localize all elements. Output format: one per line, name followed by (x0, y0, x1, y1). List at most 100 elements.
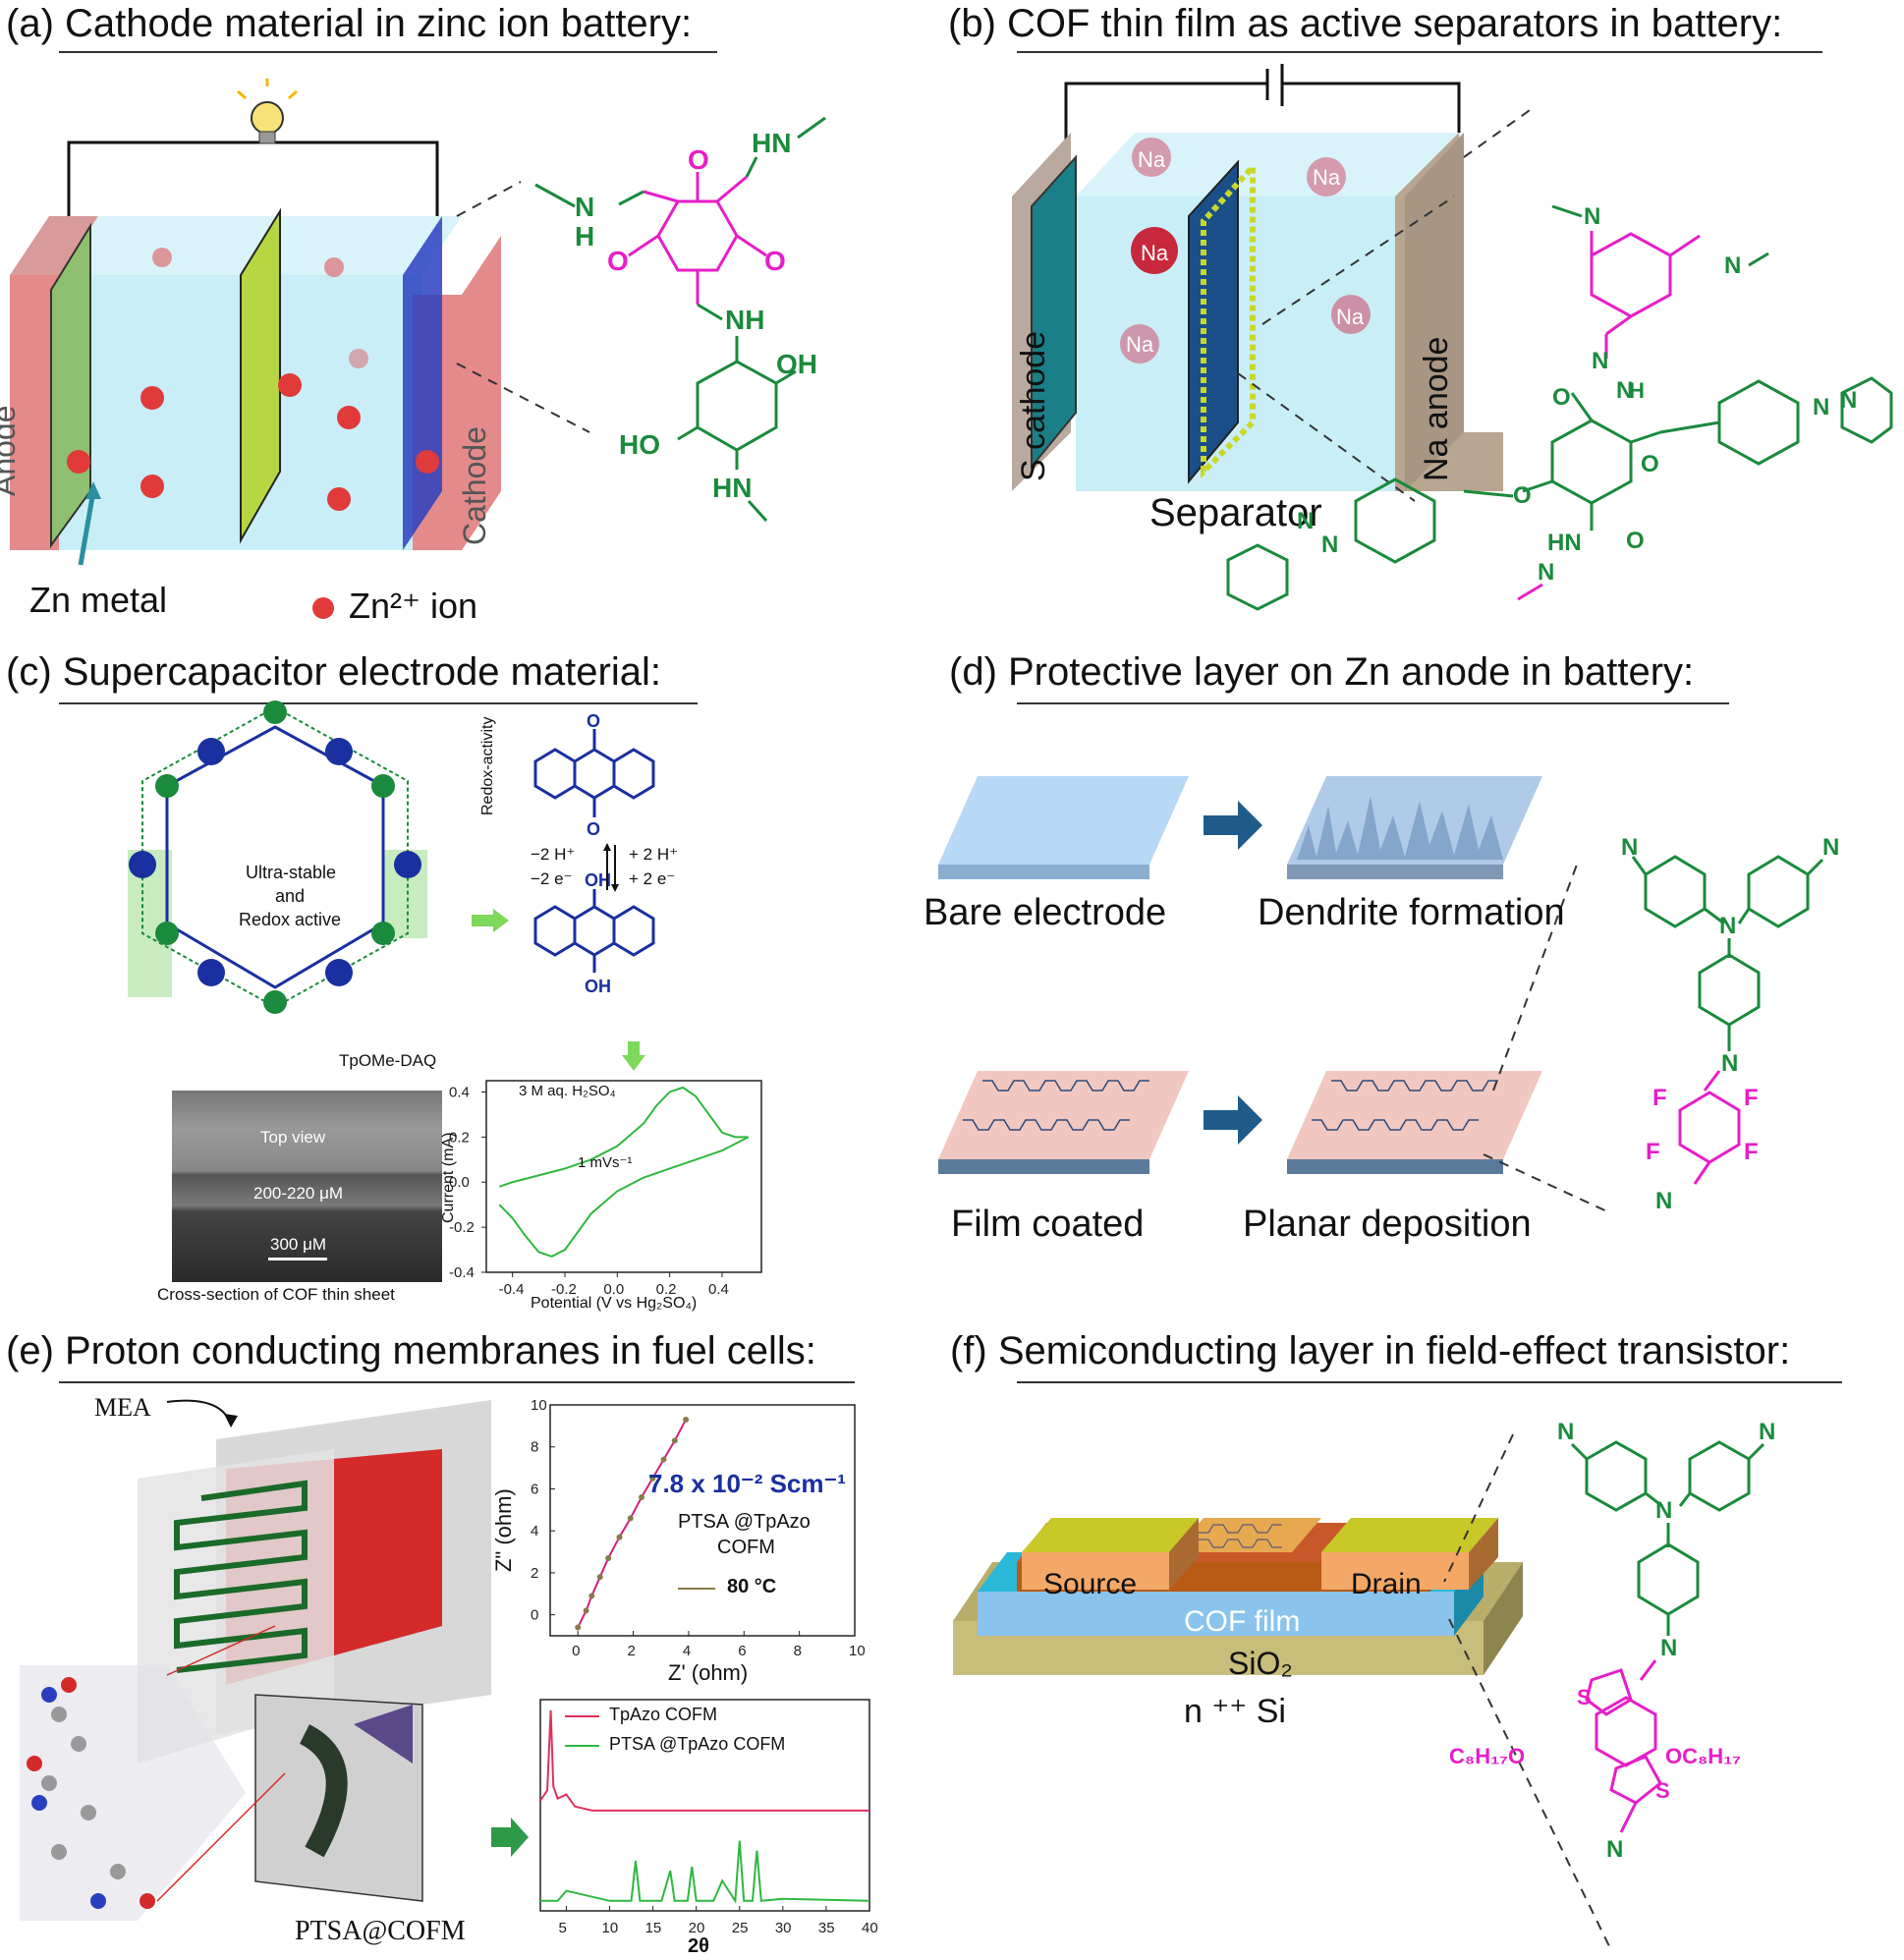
na-ion-5: Na (1126, 332, 1154, 357)
xrd-xtick-label: 30 (775, 1920, 792, 1936)
svg-text:F: F (1744, 1085, 1759, 1111)
xrd-xtick-label: 20 (689, 1920, 705, 1936)
cv-annotation-2: 1 mVs⁻¹ (578, 1154, 633, 1171)
svg-text:HO: HO (619, 429, 660, 460)
svg-text:HN: HN (752, 128, 791, 158)
svg-text:O: O (764, 246, 786, 276)
svg-text:HN: HN (1547, 530, 1582, 556)
xrd-xtick-label: 5 (558, 1920, 566, 1936)
svg-text:N: N (1840, 387, 1857, 414)
svg-text:N: N (1724, 252, 1741, 279)
cv-xlabel: Potential (V vs Hg₂SO₄) (531, 1295, 698, 1312)
svg-text:N: N (575, 192, 594, 222)
eis-ytick-label: 10 (531, 1397, 547, 1414)
cof-name: TpOMe-DAQ (339, 1051, 437, 1070)
svg-text:N: N (1592, 348, 1608, 374)
svg-text:OH: OH (585, 977, 611, 996)
dendrite-label: Dendrite formation (1258, 892, 1565, 933)
cv-ytick-label: 0.4 (449, 1084, 470, 1100)
panel-f-title: (f) Semiconducting layer in field-effect… (950, 1329, 1791, 1372)
drain-label: Drain (1351, 1568, 1422, 1600)
eis-legend-marker (678, 1588, 715, 1590)
center-text-3: Redox active (238, 910, 342, 929)
zn-metal-label: Zn metal (29, 580, 168, 620)
svg-text:H: H (1629, 378, 1645, 403)
cv-ytick-label: 0.0 (449, 1174, 470, 1191)
eis-ytick-label: 6 (531, 1481, 538, 1497)
svg-text:F: F (1646, 1139, 1660, 1165)
eis-ytick-label: 2 (531, 1565, 538, 1582)
eis-point (683, 1416, 690, 1423)
xrd-legend-marker-1 (565, 1715, 599, 1717)
svg-text:H: H (575, 221, 594, 252)
light-bulb-icon (237, 79, 298, 144)
svg-text:O: O (1626, 528, 1645, 554)
eis-xtick-label: 2 (628, 1643, 636, 1659)
cv-xtick-label: -0.4 (499, 1281, 525, 1298)
mea-label: MEA (94, 1393, 151, 1422)
na-ion-4: Na (1336, 305, 1365, 329)
svg-text:O: O (607, 246, 629, 276)
redox-arrows-icon (603, 843, 619, 892)
plus-e-label: + 2 e⁻ (629, 869, 676, 888)
sem-thickness-label: 200-220 μM (253, 1184, 344, 1203)
center-text-2: and (274, 886, 306, 906)
fet-electrodes (1022, 1518, 1498, 1590)
eis-point (627, 1515, 634, 1522)
svg-text:N: N (1557, 1419, 1574, 1445)
cv-series-line-0 (499, 1086, 749, 1188)
source-label: Source (1043, 1568, 1138, 1600)
eis-ylabel: Z" (ohm) (491, 1488, 516, 1572)
sio2-label: SiO₂ (1228, 1646, 1293, 1681)
separator-label: Separator (1149, 491, 1322, 534)
xrd-legend-marker-2 (565, 1745, 599, 1747)
svg-text:N: N (1719, 913, 1736, 939)
svg-text:O: O (1641, 451, 1659, 477)
panel-c-title: (c) Supercapacitor electrode material: (6, 650, 661, 694)
membrane-label: PTSA@COFM (295, 1916, 466, 1946)
eis-conductivity: 7.8 x 10⁻² Scm⁻¹ (648, 1469, 846, 1498)
panel-b-title: (b) COF thin film as active separators i… (948, 2, 1783, 45)
bare-electrode-label: Bare electrode (924, 892, 1167, 933)
eis-axes-frame (549, 1404, 856, 1637)
eis-xtick-label: 4 (683, 1643, 691, 1659)
sem-scale-bar (268, 1258, 327, 1260)
xrd-xtick-label: 15 (645, 1920, 662, 1936)
cv-ylabel: Current (mA) (440, 1132, 457, 1223)
svg-text:O: O (587, 711, 600, 731)
eis-sample-2: COFM (717, 1537, 775, 1558)
svg-text:N: N (1655, 1188, 1672, 1214)
sem-top-label: Top view (260, 1128, 326, 1147)
eis-point (583, 1607, 589, 1614)
svg-text:OC₈H₁₇: OC₈H₁₇ (1665, 1744, 1741, 1768)
green-arrow-icon (472, 909, 509, 932)
svg-text:O: O (587, 819, 600, 839)
cv-axes-frame (485, 1080, 762, 1273)
cof-film-label: COF film (1184, 1605, 1301, 1638)
xrd-legend-1: TpAzo COFM (609, 1705, 718, 1724)
xrd-xtick-label: 40 (862, 1920, 878, 1936)
svg-text:NH: NH (725, 305, 764, 335)
eis-ytick-label: 0 (531, 1607, 538, 1624)
eis-xtick-label: 8 (794, 1643, 802, 1659)
svg-text:N: N (1321, 532, 1338, 558)
svg-text:HN: HN (712, 473, 752, 503)
zn-ion-label: Zn²⁺ ion (349, 586, 478, 626)
eis-point (575, 1624, 582, 1631)
mea-illustration (20, 1399, 529, 1921)
eis-point (605, 1554, 612, 1561)
panel-d-electrodes (938, 776, 1612, 1214)
cv-series-line-1 (498, 1136, 750, 1259)
cv-ytick-label: -0.2 (449, 1219, 475, 1236)
xrd-axes-frame (539, 1699, 870, 1912)
svg-text:O: O (1552, 384, 1571, 411)
svg-text:S: S (1577, 1685, 1592, 1709)
xrd-xtick-label: 25 (732, 1920, 749, 1936)
sem-image (172, 1091, 442, 1282)
cv-ytick-label: -0.4 (449, 1264, 475, 1281)
svg-text:N: N (1660, 1635, 1677, 1661)
svg-text:OH: OH (776, 349, 817, 379)
